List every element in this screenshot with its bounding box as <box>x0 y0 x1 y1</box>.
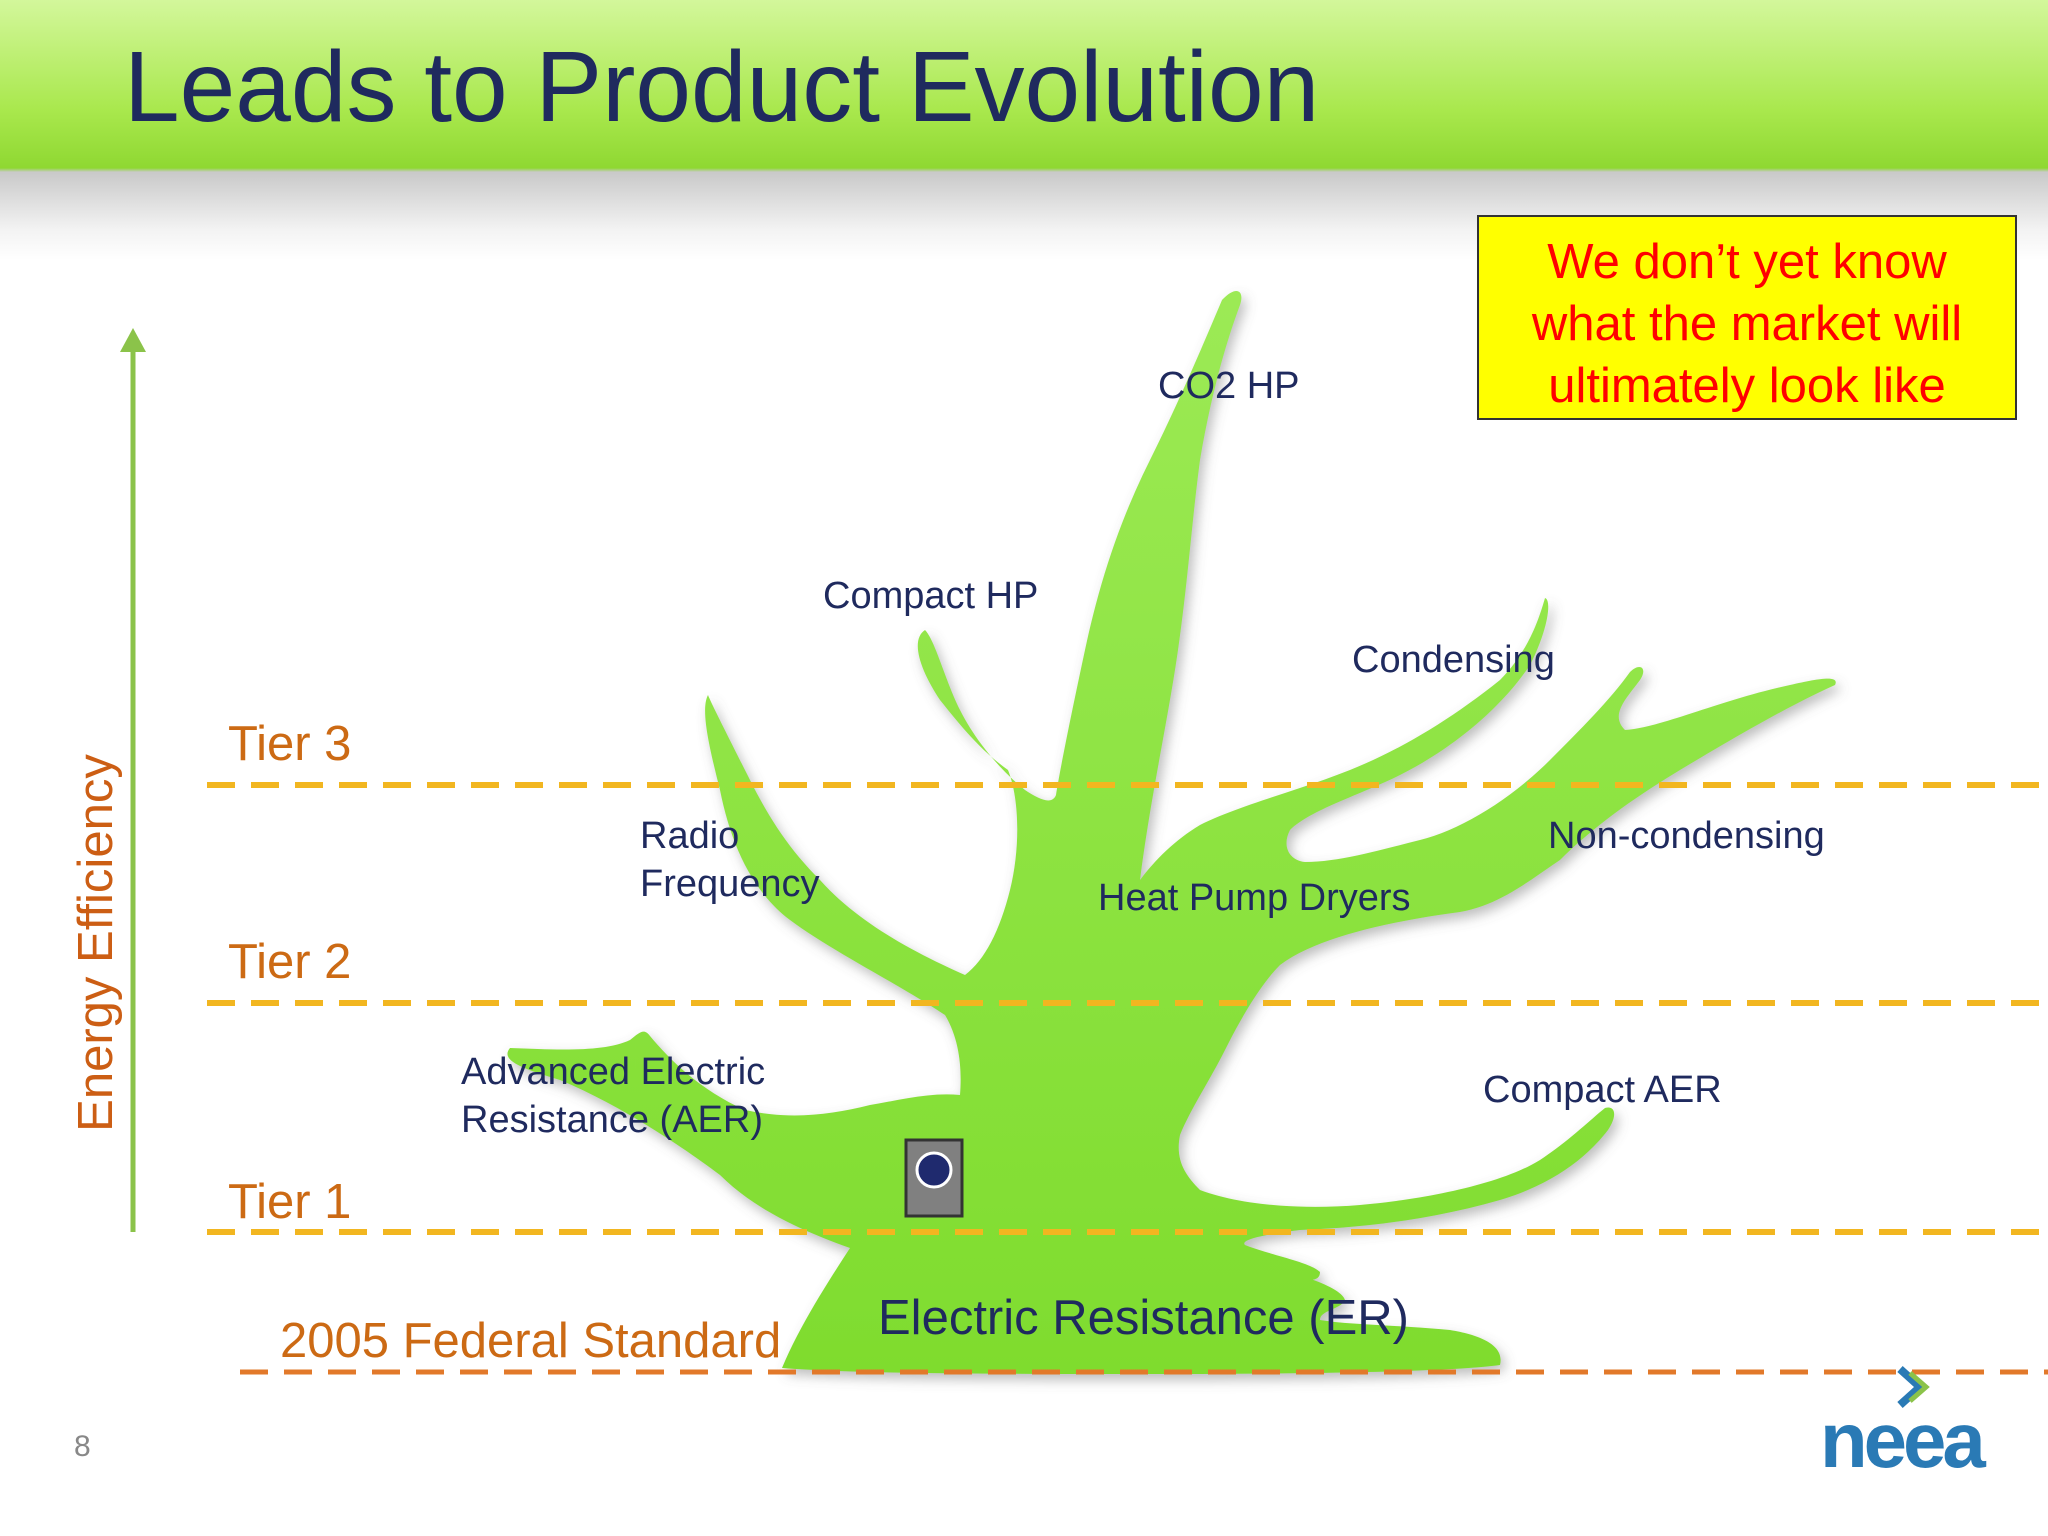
branch-label-heat-pump-dryers: Heat Pump Dryers <box>1098 874 1411 922</box>
branch-label-compact-aer: Compact AER <box>1483 1066 1722 1114</box>
branch-label-compact-hp: Compact HP <box>823 572 1038 620</box>
axis-label-text: Energy Efficiency <box>68 713 124 1173</box>
branch-label-advanced-electric-line-2: Resistance (AER) <box>461 1096 765 1144</box>
current-position-dot <box>917 1153 951 1187</box>
tier1-label: Tier 1 <box>228 1174 351 1230</box>
callout-box: We don’t yet know what the market will u… <box>1477 215 2017 420</box>
branch-label-co2-hp: CO2 HP <box>1158 362 1299 410</box>
page-number: 8 <box>74 1430 91 1464</box>
tier3-label: Tier 3 <box>228 716 351 772</box>
neea-logo: neea <box>1820 1365 1980 1485</box>
branch-label-advanced-electric-line-1: Advanced Electric <box>461 1048 765 1096</box>
branch-label-radio-frequency-line-1: Radio <box>640 812 820 860</box>
neea-logo-text: neea <box>1820 1395 1982 1486</box>
branch-label-condensing: Condensing <box>1352 636 1555 684</box>
branch-label-electric-resistance: Electric Resistance (ER) <box>878 1290 1409 1346</box>
branch-label-radio-frequency: Radio Frequency <box>640 812 820 908</box>
branch-label-non-condensing: Non-condensing <box>1548 812 1825 860</box>
branch-label-radio-frequency-line-2: Frequency <box>640 860 820 908</box>
callout-line-1: We don’t yet know <box>1479 231 2015 293</box>
axis-arrow-head <box>120 328 146 352</box>
callout-line-2: what the market will <box>1479 293 2015 355</box>
callout-line-3: ultimately look like <box>1479 355 2015 417</box>
branch-label-advanced-electric: Advanced Electric Resistance (AER) <box>461 1048 765 1144</box>
federal-standard-label: 2005 Federal Standard <box>280 1313 781 1369</box>
tier2-label: Tier 2 <box>228 934 351 990</box>
